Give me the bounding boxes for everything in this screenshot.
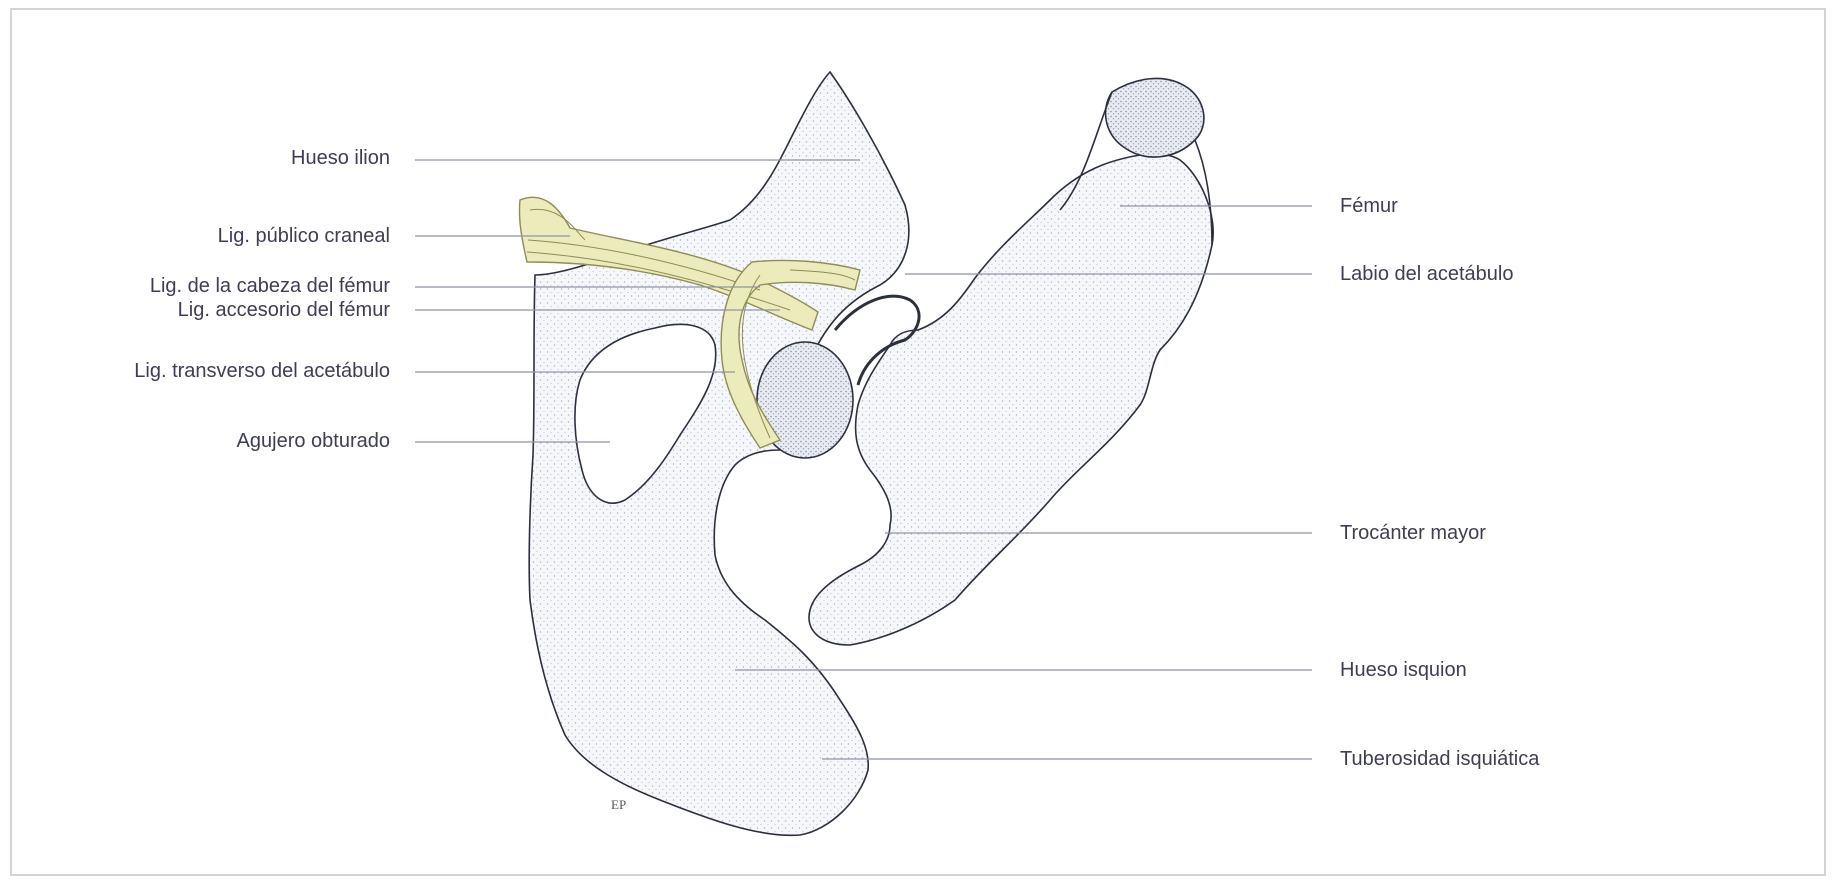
label-hueso-ilion: Hueso ilion — [200, 148, 390, 168]
label-trocanter-mayor: Trocánter mayor — [1340, 523, 1486, 543]
label-agujero-obturado: Agujero obturado — [150, 431, 390, 451]
label-lig-pubico-craneal: Lig. público craneal — [130, 226, 390, 246]
label-lig-cabeza-femur: Lig. de la cabeza del fémur — [30, 276, 390, 296]
label-lig-transverso-acetabulo: Lig. transverso del acetábulo — [20, 361, 390, 381]
label-lig-accesorio-femur: Lig. accesorio del fémur — [60, 300, 390, 320]
label-femur: Fémur — [1340, 196, 1398, 216]
label-tuberosidad-isquiatica: Tuberosidad isquiática — [1340, 749, 1539, 769]
label-labio-acetabulo: Labio del acetábulo — [1340, 264, 1513, 284]
artist-signature: EP — [611, 797, 626, 813]
femur-cut-end — [1106, 78, 1204, 157]
label-hueso-isquion: Hueso isquion — [1340, 660, 1467, 680]
